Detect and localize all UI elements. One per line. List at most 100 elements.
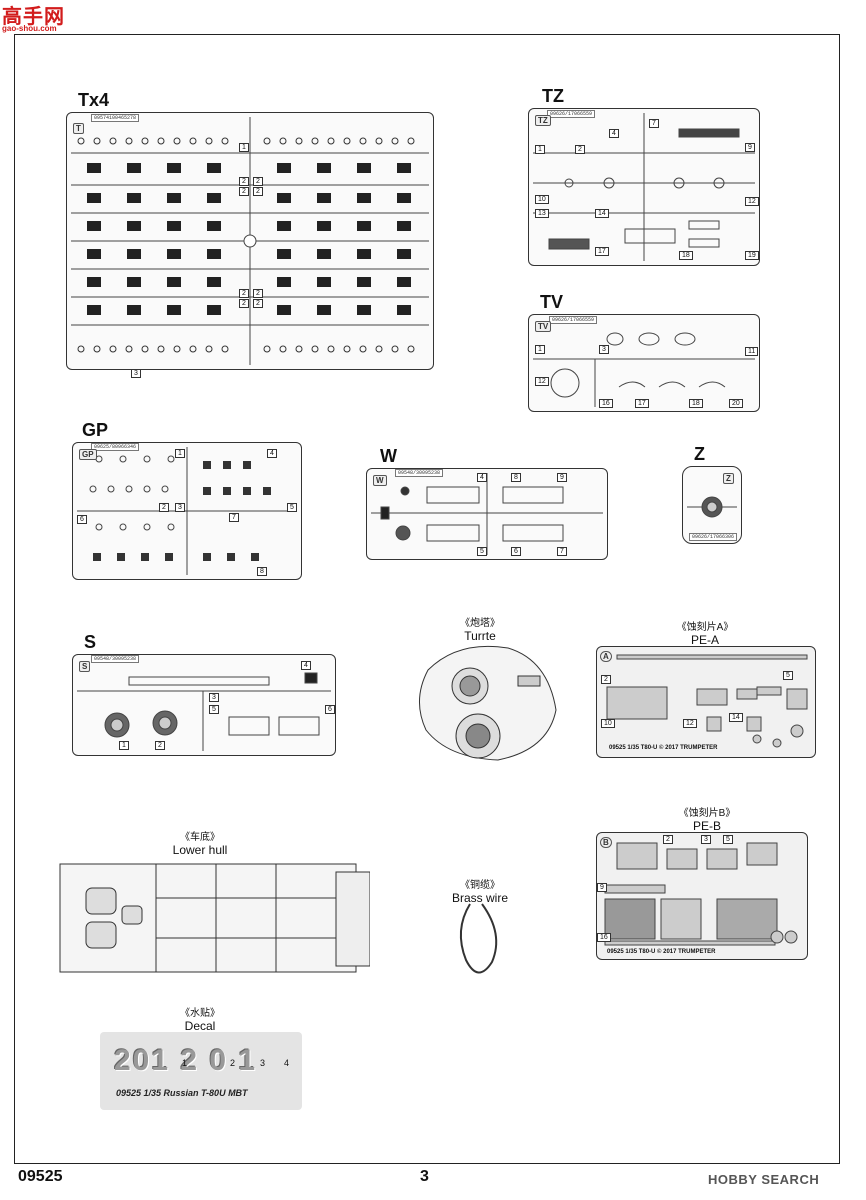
page-number: 3 — [420, 1168, 429, 1185]
part-number: 5 — [783, 671, 793, 680]
sprue-tag-w: W — [373, 475, 387, 486]
sprue-label-w: W — [380, 446, 397, 466]
part-number: 7 — [229, 513, 239, 522]
sprue-tv: 09626/17066559 TV 1 3 11 12 16 17 18 20 — [528, 314, 760, 412]
part-number: 5 — [287, 503, 297, 512]
pe-b-tag: B — [600, 837, 612, 848]
sprue-tz-drawing — [533, 113, 755, 261]
brass-wire-drawing — [459, 903, 498, 974]
sprue-tag-s: S — [79, 661, 91, 672]
sprue-tx4-drawing — [71, 117, 429, 365]
sprue-tx4: 09574100465278 T 1 2 2 2 2 2 2 2 2 3 — [66, 112, 434, 378]
sprue-w: 09548/30095238 W 4 8 9 5 6 7 — [366, 468, 608, 560]
part-number: 19 — [745, 251, 759, 260]
pe-a-footer: 09525 1/35 T80-U © 2017 TRUMPETER — [609, 745, 718, 751]
part-number: 10 — [601, 719, 615, 728]
sprue-code-z: 09626/17066306 — [689, 533, 738, 541]
brass-wire-caption-en: Brass wire — [451, 891, 508, 905]
part-number: 9 — [745, 143, 755, 152]
part-number: 16 — [599, 399, 613, 408]
part-number: 12 — [745, 197, 759, 206]
decal-caption-en: Decal — [184, 1019, 216, 1033]
sprue-label-gp: GP — [82, 420, 109, 440]
part-number: 2 — [663, 835, 673, 844]
part-number: 2 — [239, 187, 249, 196]
sprue-tag-tv: TV — [535, 321, 552, 332]
part-number: 4 — [477, 473, 487, 482]
site-logo: 高手网 gao-shou.com — [0, 0, 70, 36]
part-number: 14 — [595, 209, 609, 218]
sprue-tv-drawing — [533, 332, 755, 407]
part-number: 6 — [511, 547, 521, 556]
decal-caption-text: 09525 1/35 Russian T-80U MBT — [116, 1088, 248, 1098]
part-number: 3 — [599, 345, 609, 354]
part-number: 3 — [209, 693, 219, 702]
part-number: 10 — [535, 195, 549, 204]
part-number: 2 — [239, 289, 249, 298]
pe-b-caption-cn: 《蚀刻片B》 — [678, 808, 736, 819]
watermark-text: HOBBY SEARCH — [708, 1172, 820, 1187]
part-number: 5 — [477, 547, 487, 556]
part-number: 11 — [745, 347, 759, 356]
part-number: 9 — [557, 473, 567, 482]
photo-etch-sheet-b: B 2 3 5 9 16 09525 1/35 T80-U © 2017 TRU… — [596, 832, 808, 960]
part-number: 13 — [535, 209, 549, 218]
sprue-label-tz: TZ — [542, 86, 564, 106]
lower-hull-caption-en: Lower hull — [172, 843, 228, 857]
part-number: 5 — [723, 835, 733, 844]
part-number: 2 — [253, 299, 263, 308]
sprue-code-tx4: 09574100465278 — [91, 114, 140, 122]
turret-caption-en: Turrte — [464, 629, 496, 643]
part-number: 4 — [301, 661, 311, 670]
footer-product-code: 09525 — [18, 1168, 63, 1185]
sprue-z: Z 09626/17066306 — [682, 466, 742, 544]
sprue-label-tx4: Tx4 — [78, 90, 110, 110]
sprue-s: 09548/30095238 S 1 2 3 4 5 6 — [72, 654, 336, 756]
part-number: 17 — [635, 399, 649, 408]
turret-drawing — [418, 645, 557, 761]
part-number: 6 — [325, 705, 335, 714]
part-number: 7 — [649, 119, 659, 128]
decal-caption: 《水贴》 Decal — [160, 1004, 240, 1033]
sprue-z-drawing — [687, 496, 737, 518]
part-number: 3 — [701, 835, 711, 844]
part-number: 5 — [209, 705, 219, 714]
part-number: 4 — [267, 449, 277, 458]
decal-index: 2 — [230, 1058, 236, 1068]
brass-wire-caption-cn: 《铜缆》 — [460, 880, 500, 891]
sprue-code-w: 09548/30095238 — [395, 469, 444, 477]
part-number: 17 — [595, 247, 609, 256]
pe-b-drawing — [604, 842, 798, 946]
sprue-w-drawing — [371, 473, 603, 555]
turret-caption-cn: 《炮塔》 — [460, 618, 500, 629]
pe-a-caption: 《蚀刻片A》 PE-A — [660, 618, 750, 647]
part-number: 2 — [601, 675, 611, 684]
part-number: 12 — [535, 377, 549, 386]
part-number: 7 — [557, 547, 567, 556]
brass-wire-caption: 《铜缆》 Brass wire — [440, 876, 520, 905]
part-number: 2 — [159, 503, 169, 512]
part-number: 12 — [683, 719, 697, 728]
decal-caption-cn: 《水贴》 — [180, 1008, 220, 1019]
part-number: 3 — [131, 369, 141, 378]
sprue-code-tz: 09626/17066559 — [547, 110, 596, 118]
pe-a-caption-cn: 《蚀刻片A》 — [676, 622, 734, 633]
part-number: 4 — [609, 129, 619, 138]
part-number: 18 — [689, 399, 703, 408]
sprue-label-tv: TV — [540, 292, 564, 312]
pe-b-caption: 《蚀刻片B》 PE-B — [664, 804, 750, 833]
sprue-s-drawing — [77, 672, 331, 751]
part-number: 1 — [535, 345, 545, 354]
part-number: 2 — [253, 177, 263, 186]
sprue-label-z: Z — [694, 444, 705, 464]
pe-b-caption-en: PE-B — [692, 819, 721, 833]
pe-a-drawing — [606, 654, 808, 748]
part-number: 8 — [257, 567, 267, 576]
decal-sheet: 201 2 0 1 1 2 3 4 09525 1/35 Russian T-8… — [100, 1032, 302, 1110]
sprue-tag-tx4: T — [73, 123, 84, 134]
part-number: 9 — [597, 883, 607, 892]
decal-index: 1 — [182, 1058, 188, 1068]
sprue-tag-z: Z — [723, 473, 734, 484]
part-number: 1 — [175, 449, 185, 458]
part-number: 16 — [597, 933, 611, 942]
